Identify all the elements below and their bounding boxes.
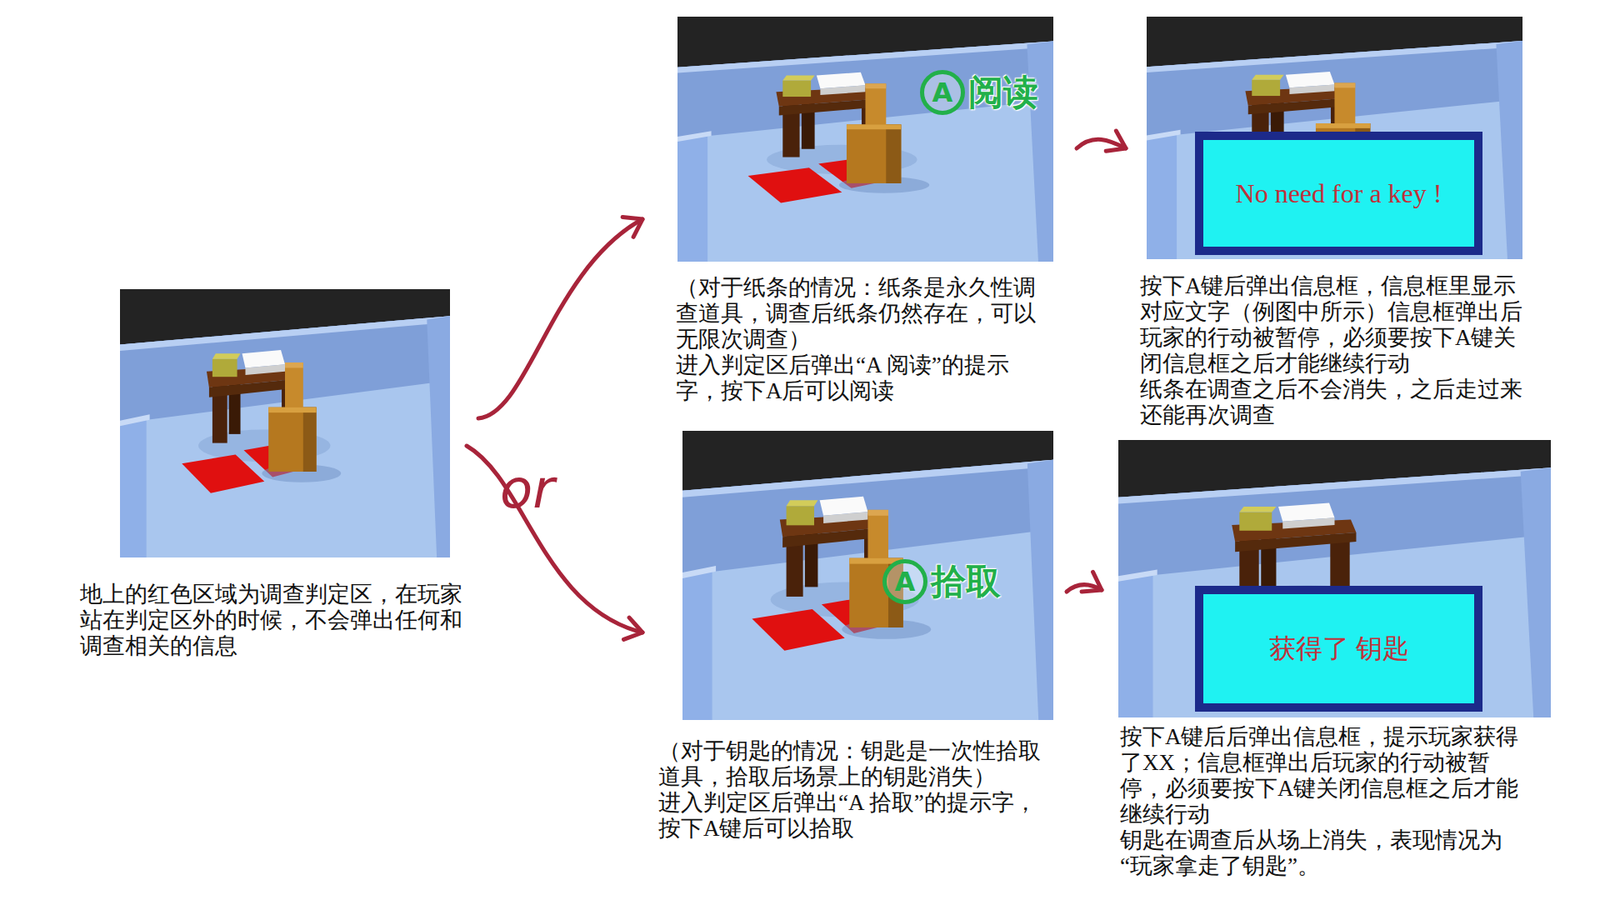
action-prompt: A拾取 [882,559,1001,605]
caption: 地上的红色区域为调查判定区，在玩家站在判定区外的时候，不会弹出任何和调查相关的信… [80,581,472,660]
hand-drawn-arrow [1076,130,1126,151]
caption: （对于钥匙的情况：钥匙是一次性拾取道具，拾取后场景上的钥匙消失）进入判定区后弹出… [658,738,1050,842]
caption-text: （对于纸条的情况：纸条是永久性调查道具，调查后纸条仍然存在，可以无限次调查） [675,275,1043,353]
action-prompt: A阅读 [920,70,1039,115]
button-icon: A [920,70,965,115]
prompt-text: 拾取 [930,562,1001,601]
message-text: No need for a key ! [1235,177,1443,210]
message-box: No need for a key ! [1195,131,1483,255]
caption-text: 地上的红色区域为调查判定区，在玩家站在判定区外的时候，不会弹出任何和调查相关的信… [80,581,472,660]
caption-text: 按下A键后弹出信息框，信息框里显示对应文字（例图中所示）信息框弹出后玩家的行动被… [1140,273,1532,377]
hand-drawn-arrow [1066,571,1102,592]
caption-text: 进入判定区后弹出“A 阅读”的提示字，按下A后可以阅读 [675,352,1043,405]
hand-drawn-arrow [466,445,643,640]
hand-drawn-arrow [478,217,643,419]
caption: 按下A键后后弹出信息框，提示玩家获得了XX；信息框弹出后玩家的行动被暂停，必须要… [1120,724,1534,880]
button-icon: A [882,559,928,605]
arrow-line [466,445,643,633]
arrow-line [1076,139,1126,149]
arrow-head [623,617,643,640]
arrow-head [1081,571,1102,592]
arrow-head [1105,130,1126,151]
caption-text: 纸条在调查之后不会消失，之后走过来还能再次调查 [1140,376,1532,429]
caption-text: 进入判定区后弹出“A 拾取”的提示字，按下A键后可以拾取 [658,790,1050,842]
message-text: 获得了 钥匙 [1269,632,1410,665]
caption: 按下A键后弹出信息框，信息框里显示对应文字（例图中所示）信息框弹出后玩家的行动被… [1140,273,1532,429]
arrow-head [622,217,643,238]
caption-text: （对于钥匙的情况：钥匙是一次性拾取道具，拾取后场景上的钥匙消失） [658,738,1050,790]
game-screenshot [677,16,1054,262]
screenshot-panel: 按下A键后弹出信息框，信息框里显示对应文字（例图中所示）信息框弹出后玩家的行动被… [1140,16,1532,429]
screenshot-panel: A拾取 （对于钥匙的情况：钥匙是一次性拾取道具，拾取后场景上的钥匙消失）进入判定区… [658,430,1054,842]
caption: （对于纸条的情况：纸条是永久性调查道具，调查后纸条仍然存在，可以无限次调查）进入… [675,275,1043,405]
branch-label: or [500,462,555,516]
screenshot-panel: 地上的红色区域为调查判定区，在玩家站在判定区外的时候，不会弹出任何和调查相关的信… [80,289,472,660]
prompt-text: 阅读 [968,73,1039,112]
message-box: 获得了 钥匙 [1195,585,1483,712]
screenshot-panel: A阅读 （对于纸条的情况：纸条是永久性调查道具，调查后纸条仍然存在，可以无限次调查… [675,16,1054,405]
screenshot-panel: 按下A键后后弹出信息框，提示玩家获得了XX；信息框弹出后玩家的行动被暂停，必须要… [1118,440,1551,880]
caption-text: 钥匙在调查后从场上消失，表现情况为“玩家拿走了钥匙”。 [1120,827,1534,880]
arrow-line [478,219,643,419]
game-screenshot [120,289,450,558]
caption-text: 按下A键后后弹出信息框，提示玩家获得了XX；信息框弹出后玩家的行动被暂停，必须要… [1120,724,1534,828]
